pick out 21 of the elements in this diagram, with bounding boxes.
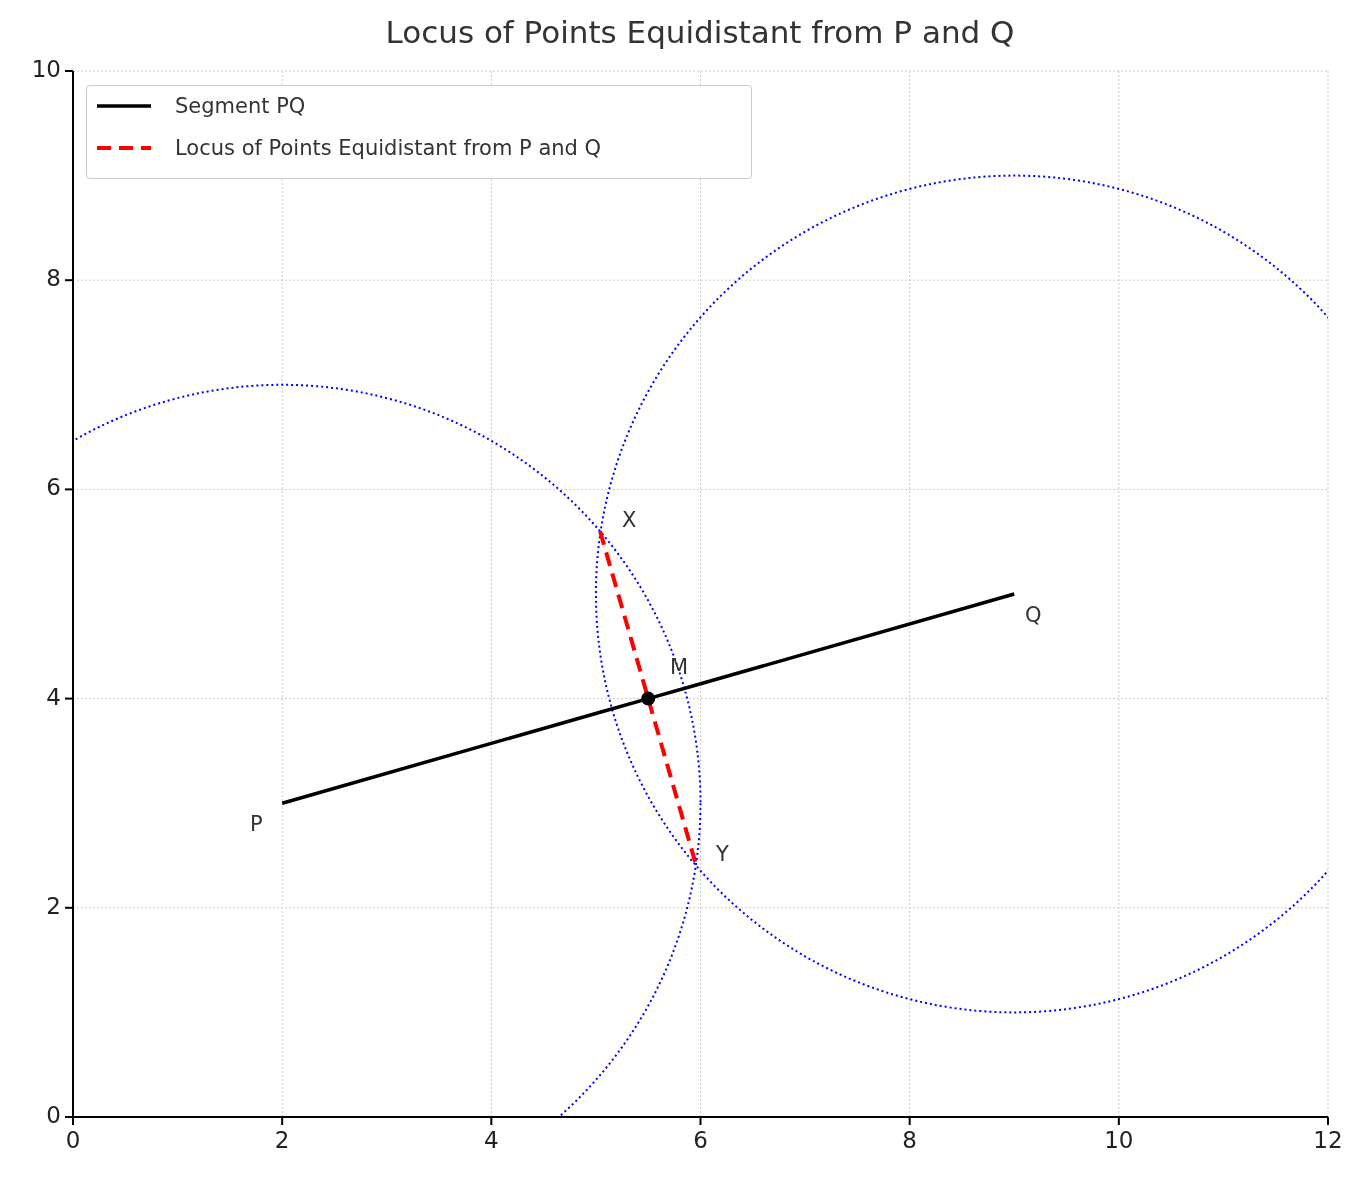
x-tick-label: 8 bbox=[902, 1127, 917, 1153]
y-tick-label: 6 bbox=[46, 474, 61, 501]
point-label: Y bbox=[716, 842, 729, 866]
point-label: Q bbox=[1025, 603, 1042, 627]
chart-title: Locus of Points Equidistant from P and Q bbox=[384, 14, 1016, 50]
x-tick-label: 12 bbox=[1313, 1127, 1343, 1153]
x-tick-label: 6 bbox=[693, 1127, 708, 1153]
y-tick-label: 10 bbox=[31, 56, 61, 82]
point-label: X bbox=[622, 508, 637, 532]
y-tick-label: 0 bbox=[46, 1102, 61, 1128]
x-tick-label: 2 bbox=[274, 1127, 290, 1153]
x-tick-label: 10 bbox=[1104, 1127, 1134, 1153]
point-label: M bbox=[670, 655, 689, 679]
y-tick-label: 8 bbox=[46, 265, 61, 292]
y-tick-label: 2 bbox=[46, 892, 61, 919]
legend-label: Segment PQ bbox=[175, 94, 306, 118]
legend-label: Locus of Points Equidistant from P and Q bbox=[175, 136, 602, 160]
x-tick-label: 0 bbox=[65, 1127, 81, 1153]
point-label: P bbox=[250, 812, 263, 836]
x-tick-label: 4 bbox=[484, 1127, 499, 1153]
y-tick-label: 4 bbox=[46, 683, 61, 710]
